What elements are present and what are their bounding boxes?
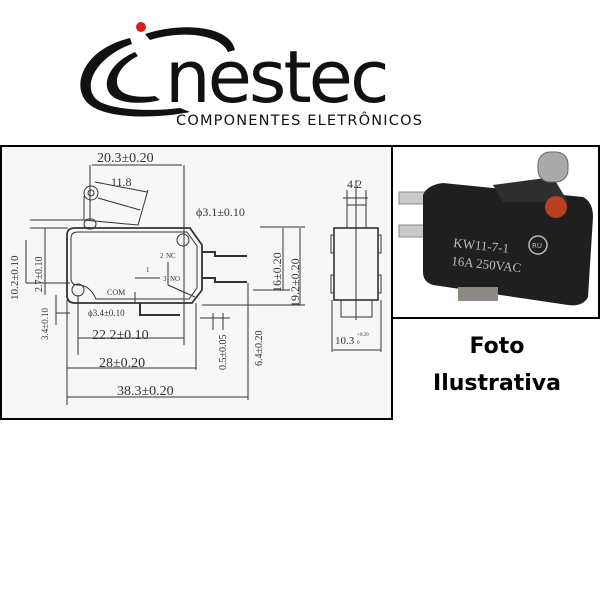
dim-total-length: 38.3±0.20 <box>117 384 174 399</box>
microswitch-photo: RU KW11-7-1 16A 250VAC <box>398 151 593 306</box>
caption-line2: Ilustrativa <box>433 371 561 396</box>
dim-lines <box>25 164 305 405</box>
caption-line1: Foto <box>469 334 525 359</box>
cert-mark-icon <box>528 235 548 255</box>
dim-hole-bottom-offset: 3.4±0.10 <box>40 308 50 340</box>
cert-mark: RU <box>532 242 542 250</box>
product-photo: RU KW11-7-1 16A 250VAC <box>391 145 600 319</box>
dim-hole-spacing: 22.2±0.10 <box>92 328 149 343</box>
logo-swoosh-top <box>145 27 235 52</box>
dim-height-body: 10.2±0.10 <box>9 255 21 300</box>
label-com: COM <box>107 288 125 297</box>
model-text: KW11-7-1 <box>453 235 510 256</box>
logo-dot <box>136 22 146 32</box>
label-pin2: 2 <box>160 252 164 260</box>
switch-body-outline <box>66 227 203 304</box>
lever-roller <box>537 151 569 183</box>
dim-terminal-span: 16±0.20 <box>270 252 284 292</box>
terminal-com <box>139 303 180 316</box>
label-pin1: 1 <box>146 266 150 274</box>
dim-side-width-tol-lower: 0 <box>357 341 360 346</box>
dim-side-width-top: 4.2 <box>347 177 362 191</box>
logo-swoosh-inner <box>106 52 160 103</box>
lever-roller <box>83 185 99 201</box>
lever-arm <box>83 189 149 226</box>
rating-text: 16A 250VAC <box>451 253 522 275</box>
brand-logo: nestec <box>80 22 390 119</box>
dim-body-length: 28±0.20 <box>99 356 145 371</box>
label-pin3: 3 <box>163 275 167 283</box>
dim-terminal-thickness: 0.5±0.05 <box>218 335 229 371</box>
dim-terminal-height: 19.2±0.20 <box>288 258 302 307</box>
dim-hole-bottom: ϕ3.4±0.10 <box>88 308 125 318</box>
dim-hole-offset: 2.7±0.10 <box>34 257 45 293</box>
mount-hole-top <box>176 233 190 247</box>
label-no: NO <box>170 275 180 283</box>
dim-hole-top: ϕ3.1±0.10 <box>196 205 245 219</box>
label-nc: NC <box>166 252 176 260</box>
dim-lever: 11.8 <box>111 175 132 189</box>
dim-length-top: 20.3±0.20 <box>97 151 154 166</box>
logo-swoosh-outer <box>80 38 190 117</box>
dimension-drawing: 20.3±0.20 11.8 ϕ3.1±0.10 10.2±0.10 2.7±0… <box>9 151 382 405</box>
terminal-nc <box>202 251 247 257</box>
dim-side-width: 10.3 <box>335 335 355 347</box>
technical-drawing: 20.3±0.20 11.8 ϕ3.1±0.10 10.2±0.10 2.7±0… <box>0 145 393 420</box>
mount-hole-bottom <box>71 283 85 297</box>
terminal-no <box>202 277 247 283</box>
actuator-button <box>545 196 567 218</box>
dim-terminal-offset: 6.4±0.20 <box>254 331 265 367</box>
logo-wordmark: nestec <box>165 35 387 119</box>
brand-tagline: COMPONENTES ELETRÔNICOS <box>176 113 424 129</box>
dim-side-width-tol-upper: +0.20 <box>357 333 369 338</box>
